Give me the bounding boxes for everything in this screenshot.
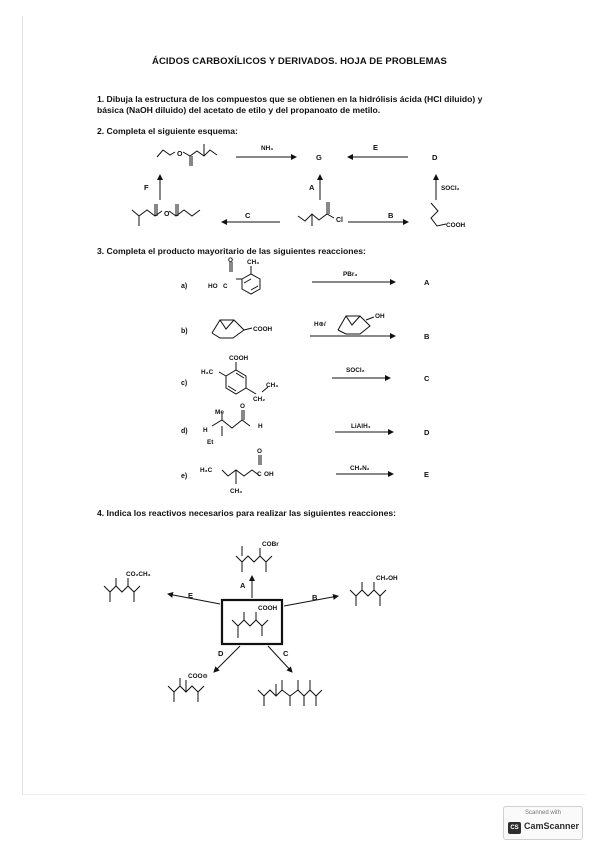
- row-d-h: H: [203, 427, 208, 434]
- row-c-ch3: CH₃: [266, 382, 278, 389]
- row-d-reagent: LiAlH₄: [351, 423, 371, 430]
- circle-c-q2: C: [245, 211, 251, 220]
- row-b-oh: OH: [375, 313, 385, 320]
- row-c-reagent: SOCl₂: [346, 367, 365, 374]
- q4-circle-b: B: [312, 593, 318, 602]
- acyl-chloride-structure: [297, 202, 335, 226]
- circle-d: D: [432, 153, 438, 162]
- arrow-left-q4: [167, 591, 221, 605]
- question-4-heading: 4. Indica los reactivos necesarios para …: [97, 508, 397, 518]
- row-e-reagent: CH₂N₂: [350, 465, 370, 472]
- center-acid-structure: [231, 612, 269, 638]
- row-e-product: E: [424, 470, 429, 479]
- question-1-line-2: básica (NaOH diluido) del acetato de eti…: [97, 105, 381, 115]
- row-d-letter: d): [181, 428, 188, 435]
- reagent-socl2-q2: SOCl₂: [441, 185, 460, 192]
- ester-top-left-structure: [156, 144, 218, 166]
- question-2-heading: 2. Completa el siguiente esquema:: [97, 126, 238, 136]
- benzoic-acid-structure: [229, 262, 261, 295]
- row-c-cooh: COOH: [229, 355, 249, 362]
- row-a-product: A: [424, 278, 430, 287]
- row-b-reagent: H⊕/: [314, 321, 326, 328]
- row-e-oh: OH: [264, 471, 274, 478]
- row-d-me: Me: [215, 409, 224, 416]
- q4-center-cooh: COOH: [258, 605, 278, 612]
- carboxylate-q4-structure: [167, 678, 205, 702]
- toluic-acid-structure: [218, 362, 269, 395]
- camscanner-name: CamScanner: [524, 821, 580, 831]
- arrow-right-q4: [283, 593, 339, 607]
- acyl-chloride-cl: Cl: [336, 217, 343, 224]
- row-d-et: Et: [207, 439, 214, 446]
- q4-cobr: COBr: [262, 541, 279, 548]
- anhydride-bottom-left-structure: [131, 204, 201, 226]
- acyl-bromide-q4-structure: [235, 546, 273, 572]
- row-e-ch3: CH₃: [230, 488, 242, 495]
- row-b-cooh: COOH: [253, 326, 273, 333]
- circle-g: G: [316, 153, 322, 162]
- page-frame: [22, 16, 585, 795]
- row-d-oh: H: [258, 423, 263, 430]
- circle-f: F: [144, 183, 149, 192]
- row-c-product: C: [424, 374, 430, 383]
- camscanner-badge: Scanned with CS CamScanner: [503, 806, 583, 840]
- question-3-heading: 3. Completa el producto mayoritario de l…: [97, 246, 366, 256]
- arrow-bottom-right-q4: [267, 645, 293, 673]
- q4-circle-e: E: [188, 591, 193, 600]
- carboxylic-acid-structure: [430, 202, 447, 227]
- branched-acid-structure: [221, 455, 262, 484]
- q4-co2ch3: CO₂CH₃: [126, 571, 151, 578]
- row-e-o: O: [257, 448, 262, 455]
- alcohol-q4-structure: [349, 582, 387, 606]
- row-c-letter: c): [181, 380, 187, 387]
- row-a-letter: a): [181, 283, 187, 290]
- row-b-product: B: [424, 332, 430, 341]
- ester-o-label: O: [177, 151, 183, 158]
- row-c-ch2: CH₂: [253, 396, 265, 403]
- row-a-ho: HO: [208, 283, 218, 290]
- row-b-letter: b): [181, 328, 188, 335]
- row-a-reagent: PBr₃: [343, 271, 357, 278]
- row-a-ch3: CH₃: [247, 259, 259, 266]
- center-compound-box: [220, 598, 284, 646]
- q4-ch2oh: CH₂OH: [376, 575, 398, 582]
- row-e-h3c: H₃C: [200, 467, 213, 474]
- circle-e: E: [373, 143, 378, 152]
- arrow-bottom-left-q4: [213, 645, 241, 673]
- row-e-c: C: [257, 471, 262, 478]
- row-a-c: C: [223, 283, 228, 290]
- norbornane-acid-structure: [211, 319, 253, 339]
- q4-circle-c: C: [283, 649, 289, 658]
- chiral-acid-structure: [211, 410, 251, 436]
- question-1-line-1: 1. Dibuja la estructura de los compuesto…: [97, 94, 483, 104]
- reagent-nh3: NH₃: [261, 145, 273, 152]
- row-c-h3c: H₃C: [201, 369, 214, 376]
- q4-coo-minus: COO⊖: [188, 673, 208, 680]
- circle-b-q2: B: [388, 211, 394, 220]
- anhydride-q4-structure: [257, 680, 323, 706]
- anhydride-o-label: O: [164, 211, 170, 218]
- q4-circle-d: D: [218, 649, 224, 658]
- scanned-with-label: Scanned with: [524, 810, 562, 816]
- page-title: ÁCIDOS CARBOXÍLICOS Y DERIVADOS. HOJA DE…: [152, 56, 447, 67]
- row-a-o: O: [228, 257, 233, 264]
- row-d-product: D: [424, 428, 430, 437]
- camscanner-logo-icon: CS: [508, 822, 521, 834]
- q4-circle-a: A: [240, 581, 246, 590]
- acid-cooh-label: COOH: [446, 222, 466, 229]
- row-d-o: O: [240, 403, 245, 410]
- methyl-ester-q4-structure: [103, 578, 141, 602]
- row-e-letter: e): [181, 473, 187, 480]
- norborneol-structure: [337, 315, 375, 335]
- circle-a-q2: A: [309, 183, 315, 192]
